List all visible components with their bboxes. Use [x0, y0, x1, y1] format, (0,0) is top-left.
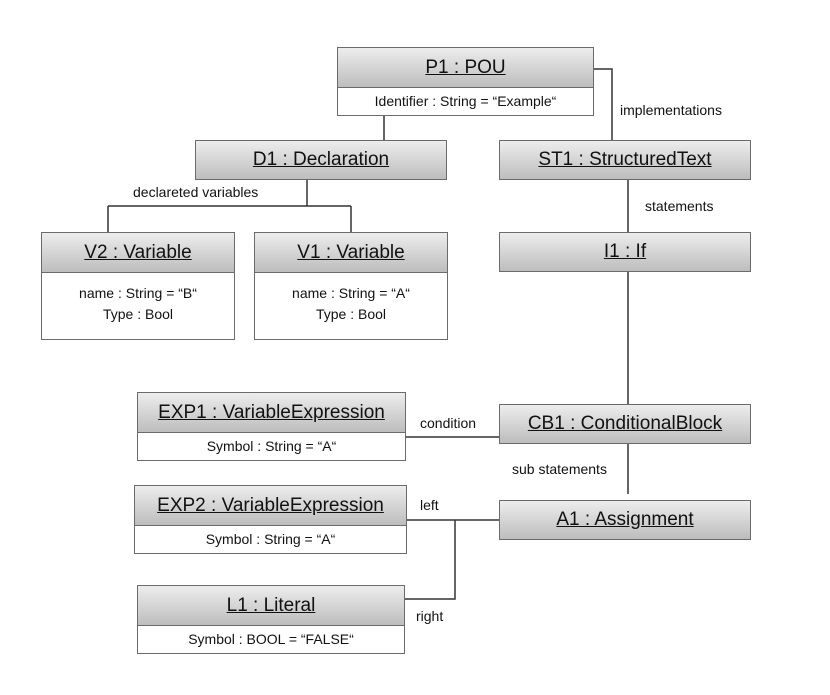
attribute: Type : Bool	[315, 306, 387, 322]
edge-label-statements: statements	[645, 198, 714, 214]
object-title: P1 : POU	[338, 48, 593, 88]
edge-label-implementations: implementations	[620, 102, 722, 118]
object-title: A1 : Assignment	[500, 501, 750, 539]
object-exp1-variableexpression[interactable]: EXP1 : VariableExpression Symbol : Strin…	[137, 392, 406, 461]
object-attributes: name : String = “A“ Type : Bool	[255, 273, 447, 329]
object-title: V1 : Variable	[255, 233, 447, 273]
object-title: EXP1 : VariableExpression	[138, 393, 405, 433]
object-attributes: Symbol : String = “A“	[135, 526, 406, 554]
edge-label-sub-statements: sub statements	[512, 461, 607, 477]
object-attributes: name : String = “B“ Type : Bool	[42, 273, 234, 329]
object-p1-pou[interactable]: P1 : POU Identifier : String = “Example“	[337, 47, 594, 116]
edge-a1-exp	[405, 519, 499, 600]
object-d1-declaration[interactable]: D1 : Declaration	[195, 140, 447, 180]
edge-label-left: left	[420, 497, 439, 513]
edge-p1-st1	[594, 68, 613, 140]
object-cb1-conditionalblock[interactable]: CB1 : ConditionalBlock	[499, 404, 751, 444]
edge-label-declared-variables: declareted variables	[133, 184, 259, 200]
object-title: V2 : Variable	[42, 233, 234, 273]
object-title: ST1 : StructuredText	[500, 141, 750, 179]
attribute: name : String = “B“	[79, 285, 197, 301]
object-v2-variable[interactable]: V2 : Variable name : String = “B“ Type :…	[41, 232, 235, 340]
object-attributes: Identifier : String = “Example“	[338, 88, 593, 116]
object-attributes: Symbol : String = “A“	[138, 433, 405, 461]
object-title: I1 : If	[500, 233, 750, 271]
object-v1-variable[interactable]: V1 : Variable name : String = “A“ Type :…	[254, 232, 448, 340]
edge-d1-variables	[107, 180, 352, 232]
object-title: EXP2 : VariableExpression	[135, 486, 406, 526]
attribute: Symbol : String = “A“	[206, 438, 337, 454]
attribute: name : String = “A“	[292, 285, 410, 301]
attribute: Symbol : String = “A“	[205, 531, 336, 547]
object-title: CB1 : ConditionalBlock	[500, 405, 750, 443]
object-title: L1 : Literal	[138, 586, 404, 626]
attribute: Symbol : BOOL = “FALSE“	[188, 631, 354, 647]
object-title: D1 : Declaration	[196, 141, 446, 179]
attribute: Identifier : String = “Example“	[374, 93, 557, 109]
object-a1-assignment[interactable]: A1 : Assignment	[499, 500, 751, 540]
object-exp2-variableexpression[interactable]: EXP2 : VariableExpression Symbol : Strin…	[134, 485, 407, 554]
edge-label-right: right	[416, 608, 444, 624]
object-st1-structuredtext[interactable]: ST1 : StructuredText	[499, 140, 751, 180]
object-l1-literal[interactable]: L1 : Literal Symbol : BOOL = “FALSE“	[137, 585, 405, 654]
object-attributes: Symbol : BOOL = “FALSE“	[138, 626, 404, 654]
attribute: Type : Bool	[102, 306, 174, 322]
edge-label-condition: condition	[420, 415, 477, 431]
object-i1-if[interactable]: I1 : If	[499, 232, 751, 272]
